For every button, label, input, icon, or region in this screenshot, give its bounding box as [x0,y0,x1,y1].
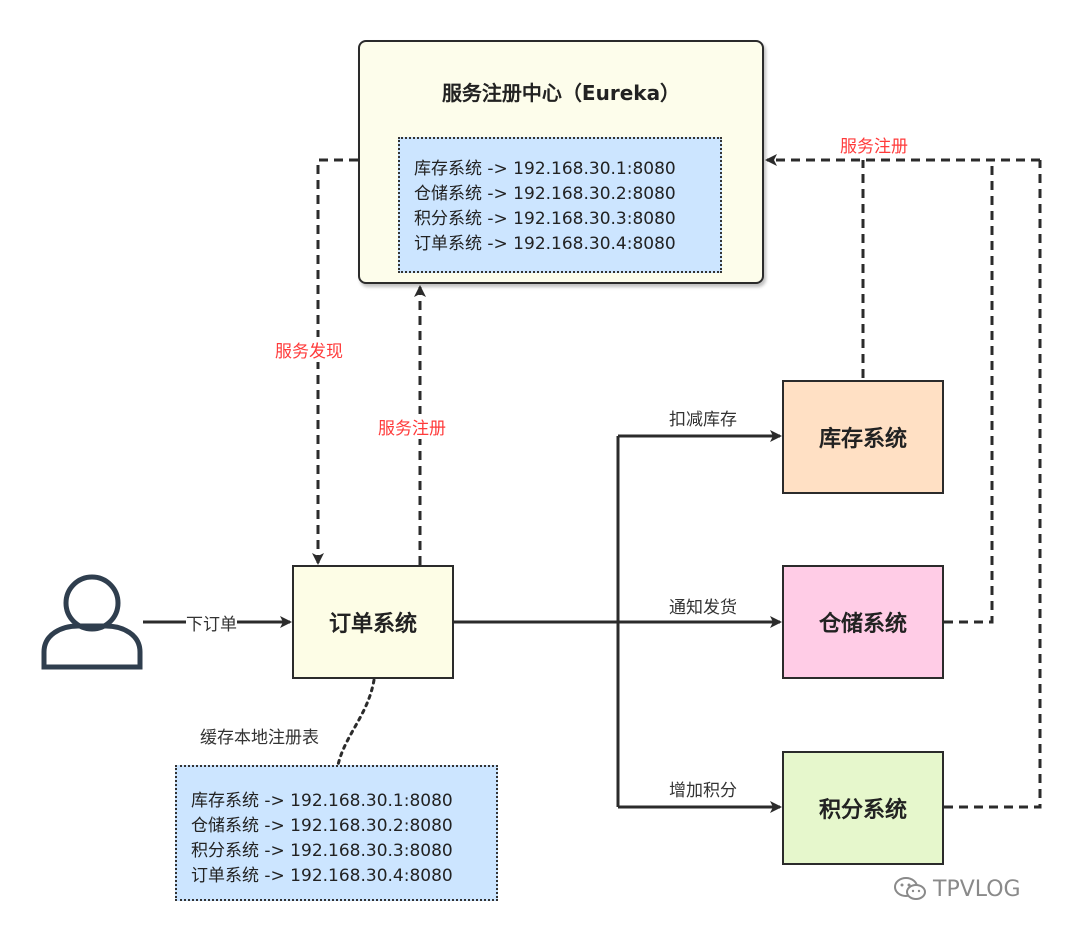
watermark-text: TPVLOG [933,876,1021,902]
order-register-label: 服务注册 [378,414,446,439]
services-register-label: 服务注册 [840,137,908,157]
discovery-label: 服务发现 [275,337,343,362]
points-register-line [944,160,1042,809]
local-registry-row: 积分系统 -> 192.168.30.3:8080 [191,841,453,861]
local-registry-row: 仓储系统 -> 192.168.30.2:8080 [191,816,453,836]
deduct-inventory-label: 扣减库存 [669,410,737,430]
registry-row: 积分系统 -> 192.168.30.3:8080 [414,209,676,229]
place-order-label: 下订单 [186,610,237,635]
registry-row: 订单系统 -> 192.168.30.4:8080 [414,234,676,254]
discovery-arrow [312,158,358,565]
warehouse-system-box: 仓储系统 [782,565,944,679]
local-registry-table: 库存系统 -> 192.168.30.1:8080 仓储系统 -> 192.16… [175,765,498,901]
wechat-icon [894,877,926,900]
registry-row: 仓储系统 -> 192.168.30.2:8080 [414,184,676,204]
local-cache-label: 缓存本地注册表 [200,728,319,748]
order-system-box: 订单系统 [292,565,454,679]
inventory-system-box: 库存系统 [782,380,944,494]
eureka-registry-table: 库存系统 -> 192.168.30.1:8080 仓储系统 -> 192.16… [398,137,722,273]
local-cache-link [336,678,376,767]
watermark: TPVLOG [893,876,1021,902]
points-system-box: 积分系统 [782,751,944,865]
user-icon [41,574,143,670]
warehouse-register-line [944,160,994,624]
local-registry-row: 订单系统 -> 192.168.30.4:8080 [191,866,453,886]
local-registry-row: 库存系统 -> 192.168.30.1:8080 [191,791,453,811]
add-points-label: 增加积分 [669,781,737,801]
eureka-title: 服务注册中心（Eureka） [441,81,681,105]
notify-shipping-label: 通知发货 [669,598,737,618]
registry-row: 库存系统 -> 192.168.30.1:8080 [414,159,676,179]
